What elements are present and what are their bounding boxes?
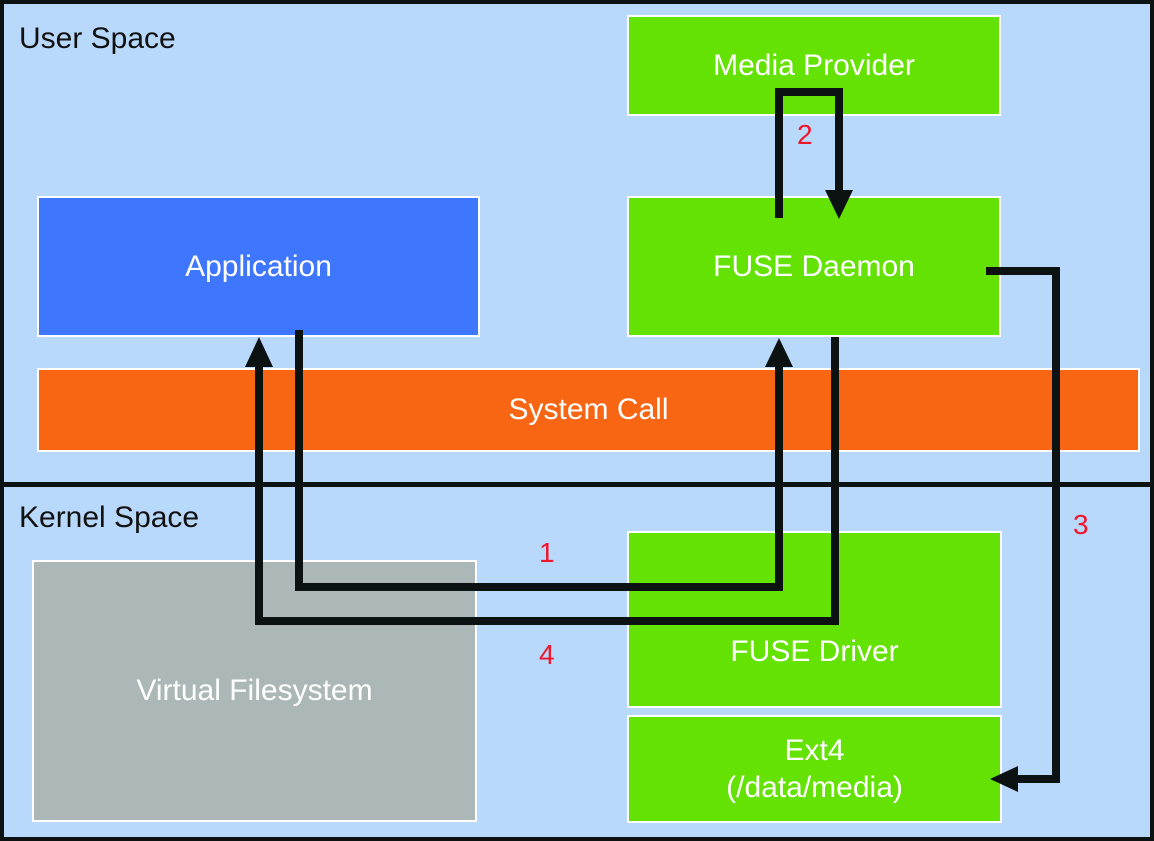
media-provider-box: Media Provider — [627, 15, 1001, 116]
fuse-driver-label: FUSE Driver — [730, 634, 899, 668]
application-box: Application — [37, 196, 480, 337]
ext4-box: Ext4 (/data/media) — [627, 715, 1002, 823]
step-3-label: 3 — [1073, 509, 1089, 540]
fuse-daemon-label: FUSE Daemon — [713, 249, 915, 283]
fuse-daemon-box: FUSE Daemon — [627, 196, 1001, 337]
user-kernel-divider — [0, 482, 1154, 487]
fuse-driver-box: FUSE Driver — [627, 531, 1002, 708]
virtual-filesystem-label: Virtual Filesystem — [136, 674, 373, 708]
user-space-label: User Space — [19, 22, 176, 55]
application-label: Application — [185, 249, 332, 283]
ext4-label: Ext4 (/data/media) — [726, 733, 903, 805]
step-1-label: 1 — [539, 537, 555, 568]
kernel-space-label: Kernel Space — [19, 501, 200, 534]
step-2-label: 2 — [797, 119, 813, 150]
system-call-label: System Call — [508, 393, 669, 427]
virtual-filesystem-box: Virtual Filesystem — [32, 560, 477, 822]
system-call-bar: System Call — [37, 368, 1140, 452]
media-provider-label: Media Provider — [713, 48, 915, 82]
step-4-label: 4 — [539, 639, 555, 670]
